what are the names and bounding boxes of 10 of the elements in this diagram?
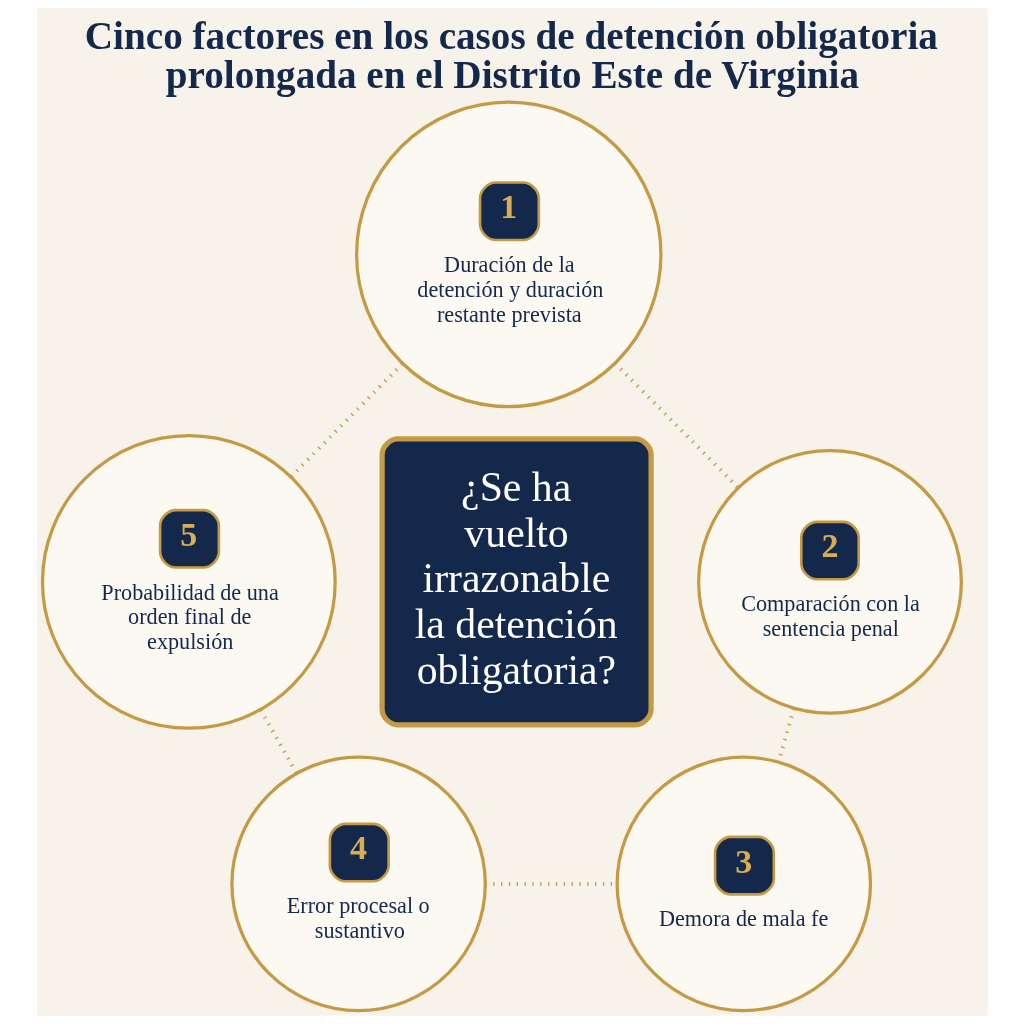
- node-circle: 2 Comparación con la sentencia penal: [696, 448, 963, 715]
- connector: [289, 362, 404, 479]
- node-circle: 4 Error procesal o sustantivo: [229, 755, 487, 1013]
- node-circle: 1 Duración de la detención y duración restante prevista: [354, 100, 663, 409]
- connector: [613, 362, 739, 489]
- connector: [258, 709, 298, 774]
- node-circle: 5 Probabilidad de una orden final de expulsión: [40, 433, 337, 730]
- diagram-title: Cinco factores en los casos de detención obligatoria prolongada en el Distrito Este de Virginia: [84, 13, 938, 96]
- node-box: ¿Se ha vuelto irrazonable la detención obligatoria?: [379, 436, 654, 728]
- node-circle: 3 Demora de mala fe: [615, 755, 872, 1013]
